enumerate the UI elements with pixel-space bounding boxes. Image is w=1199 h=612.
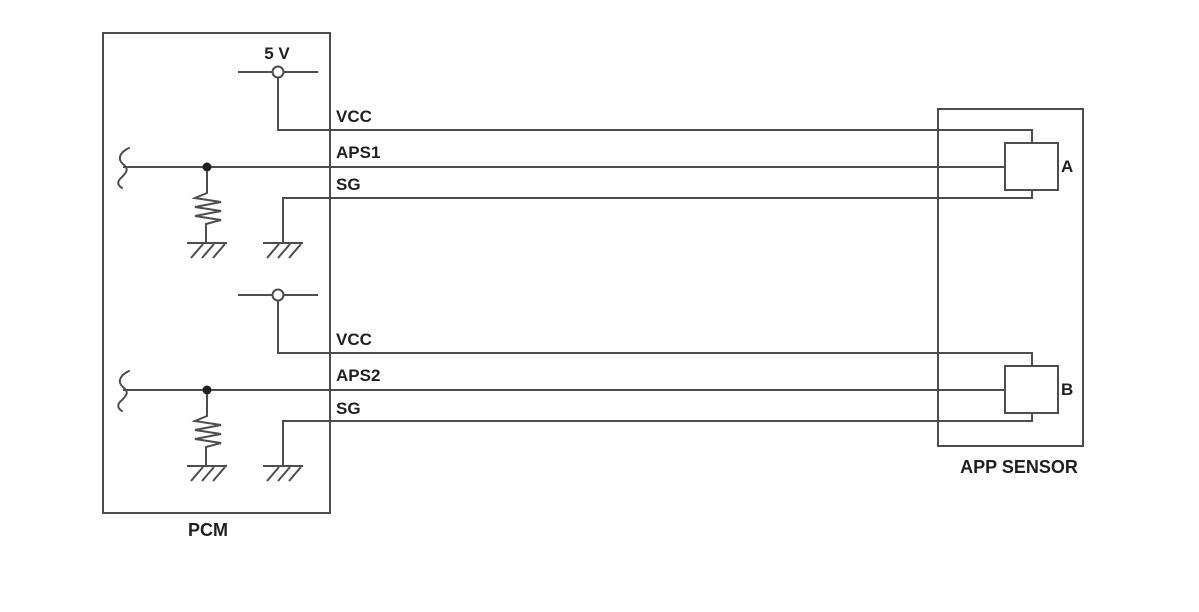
junction-dot-icon	[202, 385, 212, 395]
ground-icon	[186, 465, 228, 482]
supply-terminal-icon	[237, 288, 319, 302]
app-sensor-box	[937, 108, 1084, 447]
app-sensor-label: APP SENSOR	[960, 457, 1078, 477]
aps2-label: APS2	[336, 366, 381, 385]
resistor-icon	[194, 170, 222, 244]
supply-voltage-label: 5 V	[264, 44, 290, 63]
ground-icon	[262, 242, 304, 259]
aps1-label: APS1	[336, 143, 381, 162]
sensor-block-b	[1004, 365, 1059, 414]
vcc1-wire	[277, 77, 1033, 143]
ground-icon	[186, 242, 228, 259]
vcc1-label: VCC	[336, 107, 372, 126]
sg2-label: SG	[336, 399, 361, 418]
sg2-wire	[282, 413, 1033, 466]
sensor-block-a	[1004, 142, 1059, 191]
resistor-icon	[194, 393, 222, 467]
supply-terminal-icon	[237, 65, 319, 79]
vcc2-label: VCC	[336, 330, 372, 349]
pcm-label: PCM	[188, 520, 228, 540]
vcc2-wire	[277, 300, 1033, 366]
pcm-box	[102, 32, 331, 514]
ground-icon	[262, 465, 304, 482]
sg1-label: SG	[336, 175, 361, 194]
sensor-b-label: B	[1061, 380, 1074, 399]
sensor-a-label: A	[1061, 157, 1074, 176]
sg1-wire	[282, 190, 1033, 243]
junction-dot-icon	[202, 162, 212, 172]
